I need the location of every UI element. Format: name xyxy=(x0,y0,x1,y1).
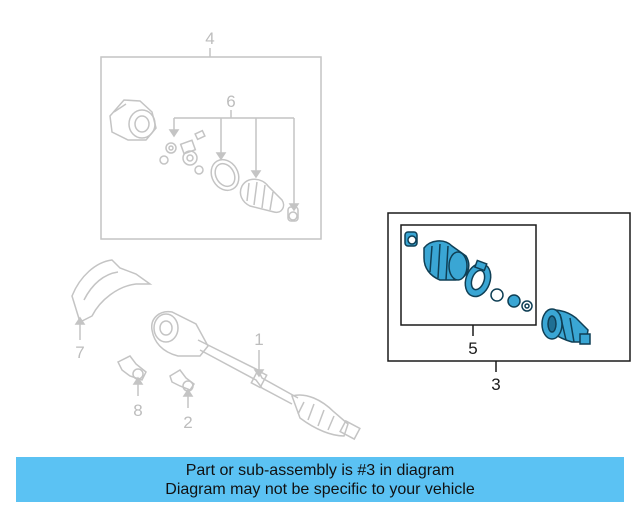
callout-2-number: 2 xyxy=(183,413,192,432)
bolt-2-faded xyxy=(169,369,196,408)
callout-7-number: 7 xyxy=(75,343,84,362)
callout-1-number: 1 xyxy=(254,330,263,349)
small-clamp xyxy=(404,231,418,247)
drive-shaft-faded xyxy=(151,310,361,441)
bolt-8-faded xyxy=(116,355,147,396)
large-clamp xyxy=(464,259,492,298)
callout-4-number: 4 xyxy=(205,29,214,48)
assembly-3-box xyxy=(387,212,631,362)
banner-line-1: Part or sub-assembly is #3 in diagram xyxy=(185,461,455,479)
o-ring xyxy=(490,288,504,302)
boot-kit-box xyxy=(100,56,322,240)
info-banner: Part or sub-assembly is #3 in diagram Di… xyxy=(16,457,624,502)
heat-shield-faded xyxy=(71,259,153,340)
outer-joint-housing-faded xyxy=(109,99,157,141)
inner-cv-joint xyxy=(541,308,591,345)
callout-6-number: 6 xyxy=(226,92,235,111)
cv-boot xyxy=(423,240,470,281)
callout-8-number: 8 xyxy=(133,401,142,420)
boot-kit-group-faded xyxy=(100,48,322,240)
banner-line-2: Diagram may not be specific to your vehi… xyxy=(165,480,475,498)
callout-5-number: 5 xyxy=(468,339,477,358)
inner-joint-assembly[interactable] xyxy=(387,212,631,372)
spacer xyxy=(507,294,521,308)
snap-ring xyxy=(521,300,533,312)
boot-faded xyxy=(239,178,285,214)
callout-3-number: 3 xyxy=(491,375,500,394)
kit-5-box xyxy=(400,224,537,326)
